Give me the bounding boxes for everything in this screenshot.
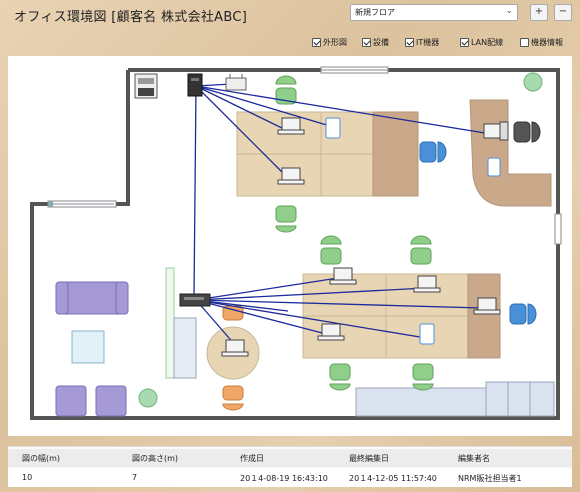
router-icon[interactable]: [187, 73, 203, 97]
chair-orange[interactable]: [222, 305, 244, 411]
value-last-edited: 20１4-12-05 11:57:40: [349, 474, 437, 483]
toggle-it-devices[interactable]: IT機器: [405, 37, 439, 48]
toggle-label: 設備: [373, 38, 389, 47]
coffee-table[interactable]: [71, 330, 105, 364]
chevron-down-icon: ⌄: [505, 6, 513, 16]
toggle-lan-wiring[interactable]: LAN配線: [460, 37, 503, 48]
sofa-bottom-right[interactable]: [95, 385, 127, 417]
plant-icon: [138, 72, 543, 408]
col-height: 図の高さ(m): [132, 454, 179, 463]
sofa-top[interactable]: [55, 281, 129, 315]
it-devices-checkbox[interactable]: [405, 38, 414, 47]
wifi-access-point-icon[interactable]: [225, 74, 247, 91]
laptop-icon[interactable]: [221, 117, 501, 357]
tablet-icon[interactable]: [325, 117, 501, 345]
floor-plan-canvas[interactable]: [8, 56, 572, 436]
chair-green[interactable]: [275, 75, 434, 391]
floor-plan[interactable]: [8, 56, 572, 436]
col-editor: 編集者名: [458, 454, 490, 463]
desktop-pc-icon[interactable]: [483, 121, 509, 141]
zoom-out-button[interactable]: −: [554, 4, 572, 21]
cabinets-bottom[interactable]: [355, 381, 555, 417]
toggle-label: 機器情報: [531, 38, 563, 47]
toggle-device-info[interactable]: 機器情報: [520, 37, 563, 48]
col-width: 図の幅(m): [22, 454, 61, 463]
toggle-label: LAN配線: [471, 38, 504, 47]
value-created: 20１4-08-19 16:43:10: [240, 474, 328, 483]
device-info-checkbox[interactable]: [520, 38, 529, 47]
value-height: 7: [132, 473, 138, 482]
sofa-bottom-left[interactable]: [55, 385, 87, 417]
floor-select[interactable]: 新規フロア ⌄: [350, 4, 518, 21]
manager-desk[interactable]: [469, 99, 552, 207]
floor-select-value: 新規フロア: [355, 8, 395, 17]
door-left: [47, 200, 117, 208]
lan-wiring-checkbox[interactable]: [460, 38, 469, 47]
facilities-checkbox[interactable]: [362, 38, 371, 47]
desk-cluster-lower[interactable]: [302, 273, 501, 359]
col-created: 作成日: [240, 454, 264, 463]
toggle-label: IT機器: [416, 38, 440, 47]
toggle-facilities[interactable]: 設備: [362, 37, 389, 48]
toggle-label: 外形図: [323, 38, 347, 47]
window-top: [320, 66, 389, 74]
walls: [30, 68, 560, 420]
chair-manager[interactable]: [513, 121, 541, 143]
network-switch-icon[interactable]: [179, 293, 211, 307]
desk-cluster-upper[interactable]: [236, 111, 419, 197]
value-editor: NRM販社担当者1: [458, 474, 522, 483]
value-width: 10: [22, 473, 33, 482]
page-title: オフィス環境図 [顧客名 株式会社ABC]: [14, 10, 248, 25]
info-table-header: 図の幅(m) 図の高さ(m) 作成日 最終編集日 編集者名: [8, 449, 572, 467]
info-table-row: 10 7 20１4-08-19 16:43:10 20１4-12-05 11:5…: [8, 469, 572, 487]
lan-cables: [193, 83, 492, 347]
outline-checkbox[interactable]: [312, 38, 321, 47]
floor-info-table: 図の幅(m) 図の高さ(m) 作成日 最終編集日 編集者名 10 7 20１4-…: [8, 446, 572, 487]
layer-toggles: 外形図 設備 IT機器 LAN配線 機器情報: [0, 37, 580, 49]
partition-shelves[interactable]: [165, 267, 197, 379]
chair-blue[interactable]: [419, 141, 537, 325]
col-last-edited: 最終編集日: [349, 454, 389, 463]
zoom-in-button[interactable]: +: [530, 4, 548, 21]
toggle-outline[interactable]: 外形図: [312, 37, 347, 48]
printer-icon[interactable]: [134, 73, 158, 99]
window-right: [554, 213, 562, 245]
